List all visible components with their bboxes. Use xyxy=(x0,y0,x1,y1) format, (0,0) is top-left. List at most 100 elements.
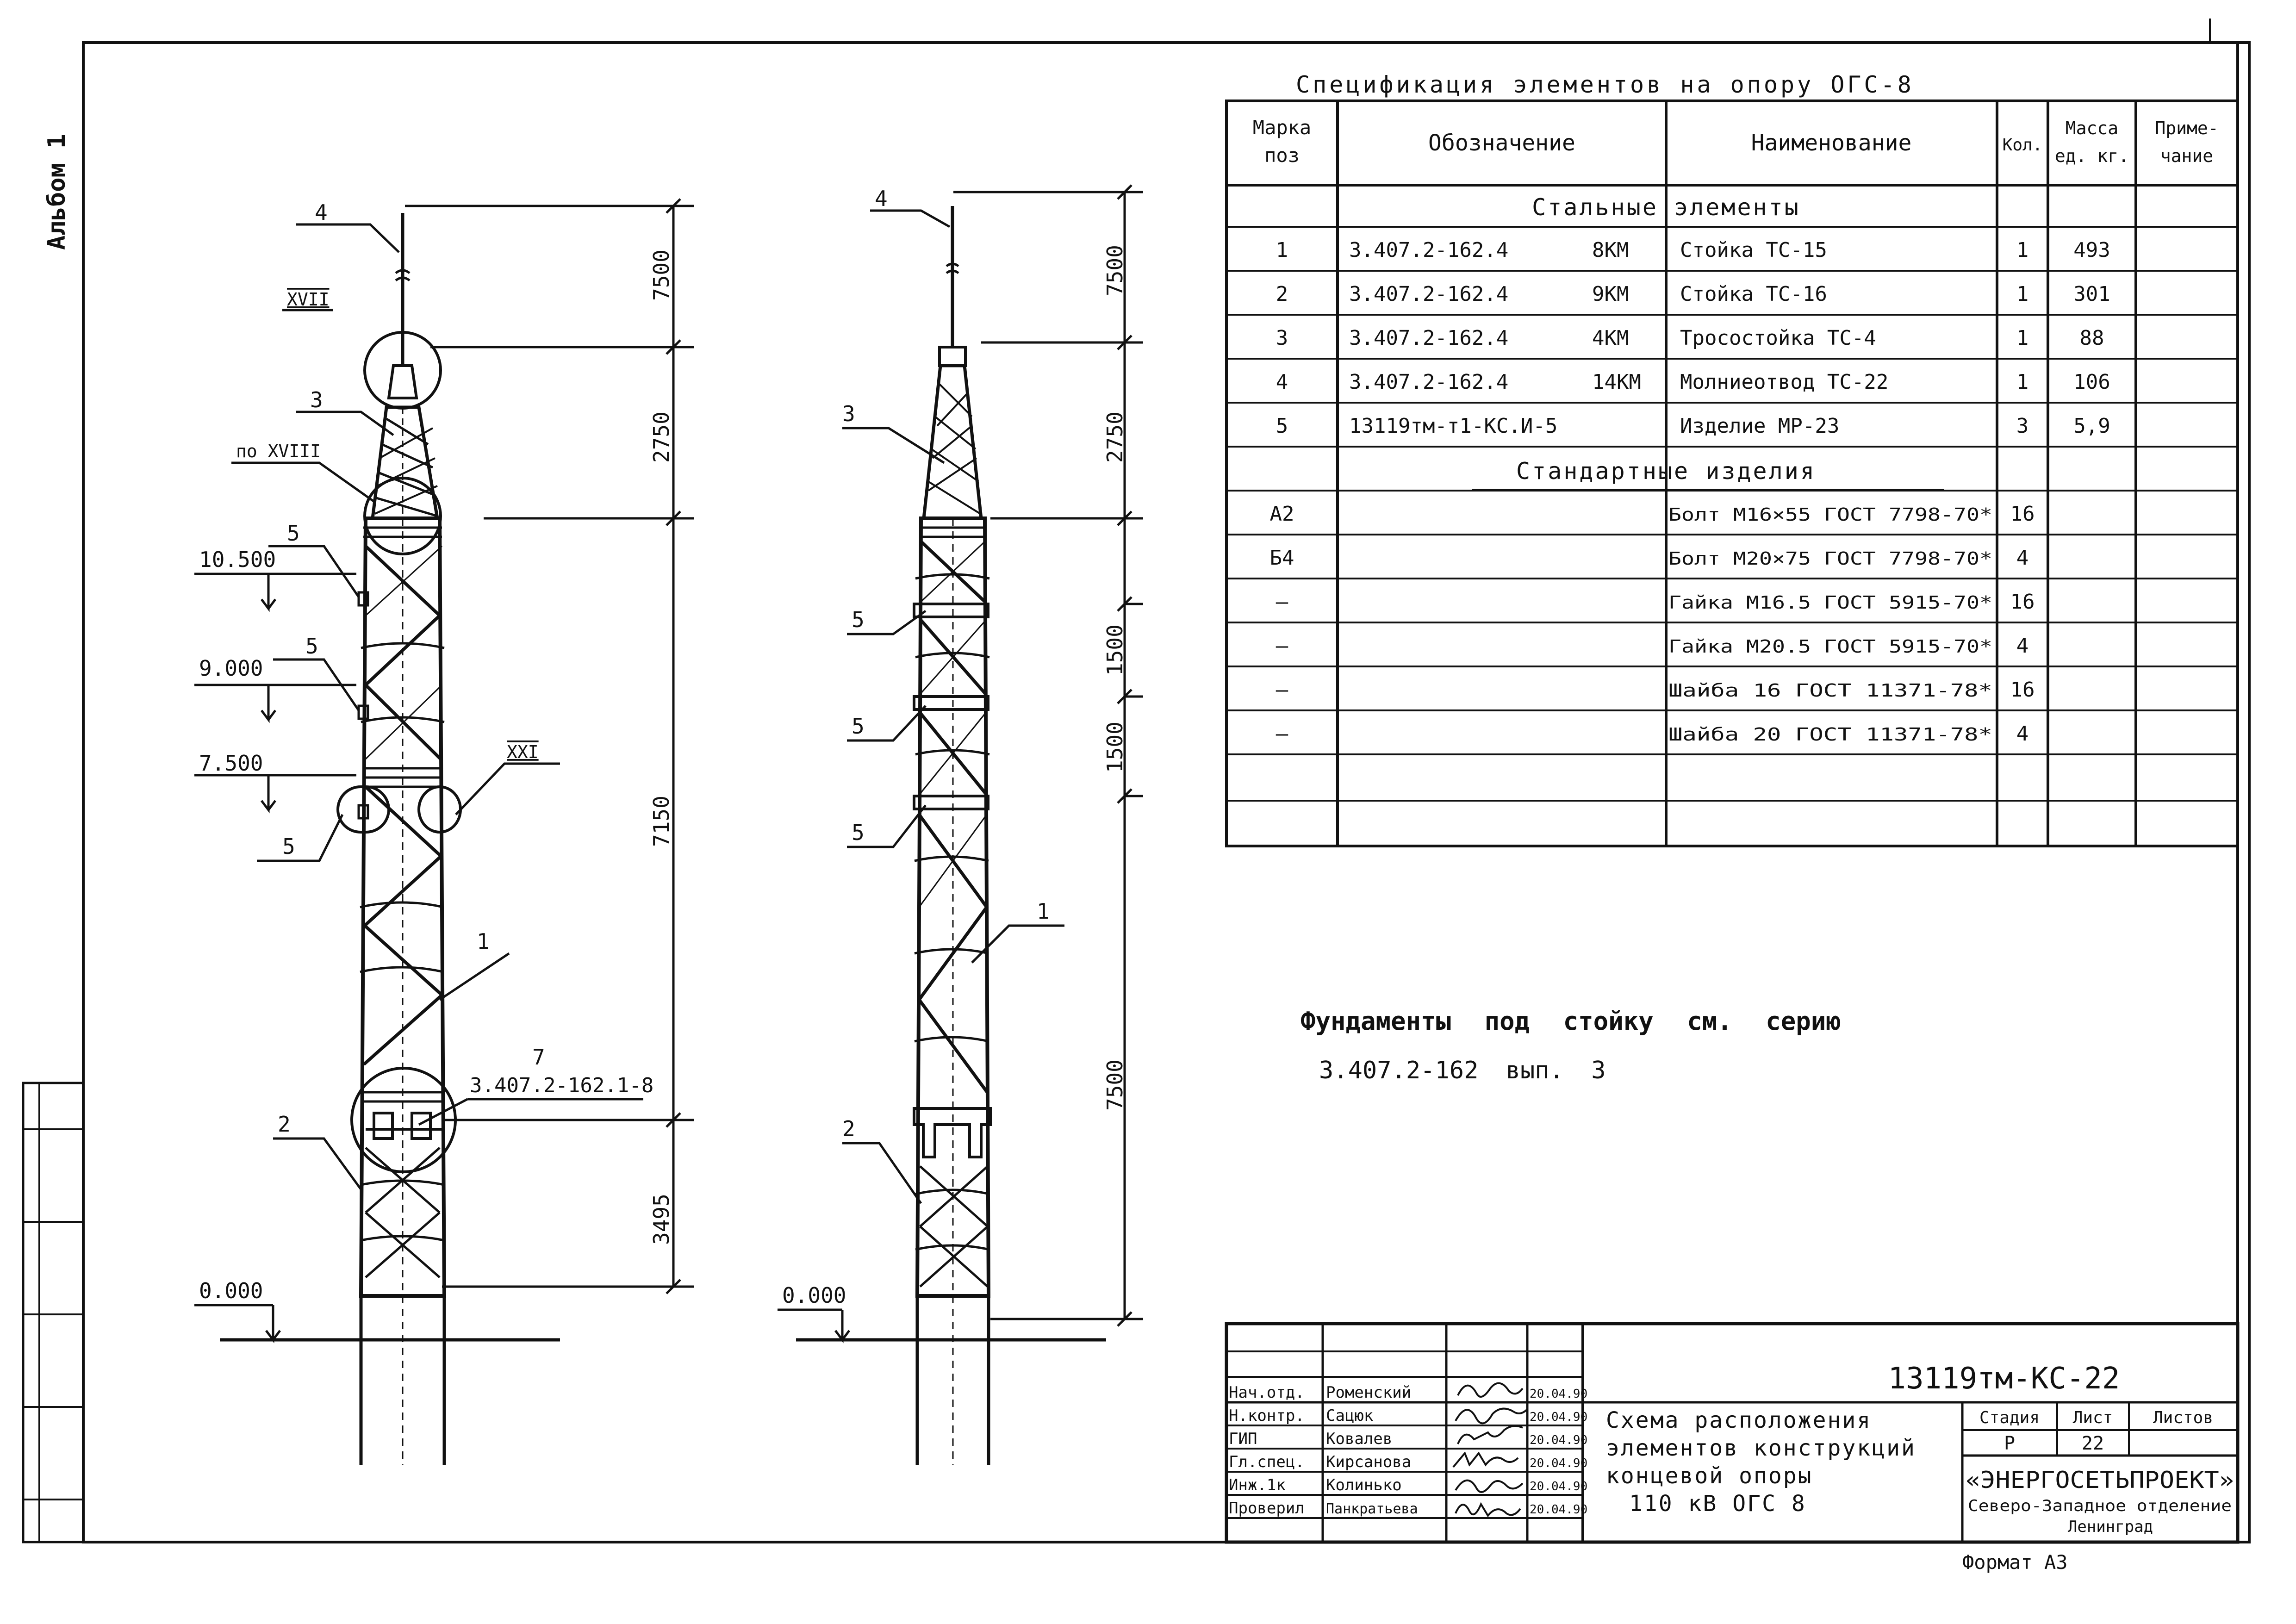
table-row-mark: 5 xyxy=(1276,414,1288,438)
dim-left-4: 3495 xyxy=(649,1194,674,1245)
table-row-sheet: 9КМ xyxy=(1592,282,1629,306)
steel-rows: 1 3.407.2-162.4 8КМ Стойка ТС-15 1 493 2… xyxy=(1276,238,2110,438)
node-XVII: XVII xyxy=(287,289,330,310)
elev-7500: 7.500 xyxy=(199,751,263,776)
table-row-mass: 301 xyxy=(2073,282,2110,306)
spec-title: Спецификация элементов на опору ОГС-8 xyxy=(1296,71,1914,98)
sheet-value: 22 xyxy=(2082,1433,2104,1454)
tower-right-dims xyxy=(953,184,1143,1327)
table-row-name: Стойка ТС-16 xyxy=(1680,282,1827,306)
signer-role: Проверил xyxy=(1229,1499,1305,1518)
table-row-designation: 3.407.2-162.4 xyxy=(1349,238,1508,262)
callout-right-5a: 5 xyxy=(852,607,865,632)
signer-date: 20.04.90 xyxy=(1530,1503,1587,1517)
signer-date: 20.04.90 xyxy=(1530,1456,1587,1470)
callout-right-5b: 5 xyxy=(852,714,865,739)
elev-10500: 10.500 xyxy=(199,547,276,572)
drawing-title-4: 110 кВ ОГС 8 xyxy=(1629,1491,1806,1517)
table-row-qty: 16 xyxy=(2010,590,2035,614)
signer-name: Панкратьева xyxy=(1326,1501,1418,1517)
right-elevation xyxy=(778,1308,1106,1344)
org-city: Ленинград xyxy=(2068,1518,2153,1536)
table-row-designation: 3.407.2-162.4 xyxy=(1349,326,1508,350)
callout-right-5c: 5 xyxy=(852,820,865,845)
table-row-name: Изделие МР-23 xyxy=(1680,414,1839,438)
table-row-qty: 1 xyxy=(2016,370,2029,394)
signer-name: Колинько xyxy=(1326,1476,1402,1494)
node-po-XVIII: по XVIII xyxy=(236,441,321,461)
callout-left-3: 3 xyxy=(310,387,323,412)
elev-0000-right: 0.000 xyxy=(782,1283,846,1308)
table-row-sheet: 14КМ xyxy=(1592,370,1641,394)
signer-role: Н.контр. xyxy=(1229,1406,1305,1425)
stage-label: Стадия xyxy=(1979,1408,2040,1427)
dim-right-2: 2750 xyxy=(1102,411,1127,463)
table-row-mass: 493 xyxy=(2073,238,2110,262)
signer-date: 20.04.90 xyxy=(1530,1387,1587,1401)
section-steel: Стальные элементы xyxy=(1532,194,1800,221)
table-row-sheet: 8КМ xyxy=(1592,238,1629,262)
table-row-name: Болт М16×55 ГОСТ 7798-70* xyxy=(1668,504,1992,525)
album-label: Альбом 1 xyxy=(43,134,71,250)
tower-left-dims xyxy=(405,198,694,1294)
ref-item-7: 3.407.2-162.1-8 xyxy=(470,1074,653,1097)
table-row-mass: 106 xyxy=(2073,370,2110,394)
signer-role: Гл.спец. xyxy=(1229,1453,1305,1471)
table-row-mark: 1 xyxy=(1276,238,1288,262)
table-row-name: Шайба 16 ГОСТ 11371-78* xyxy=(1668,680,1992,701)
table-row-name: Тросостойка ТС-4 xyxy=(1680,326,1876,350)
table-row-mark: 4 xyxy=(1276,370,1288,394)
paper-format: Формат А3 xyxy=(1962,1551,2068,1574)
spec-table-grid xyxy=(1225,100,2239,847)
signer-date: 20.04.90 xyxy=(1530,1410,1587,1424)
table-row-mark: А2 xyxy=(1270,502,1294,526)
callout-left-4: 4 xyxy=(315,200,328,225)
table-row-qty: 1 xyxy=(2016,326,2029,350)
table-row-mark: 2 xyxy=(1276,282,1288,306)
stage-value: Р xyxy=(2004,1433,2015,1454)
table-row-designation: 3.407.2-162.4 xyxy=(1349,282,1508,306)
foundation-note-2: 3.407.2-162 вып. 3 xyxy=(1319,1057,1606,1084)
sheets-label: Листов xyxy=(2153,1408,2213,1427)
drawing-title-1: Схема расположения xyxy=(1606,1407,1872,1433)
frame xyxy=(22,19,2251,1543)
table-row-name: Болт М20×75 ГОСТ 7798-70* xyxy=(1668,548,1992,569)
elev-0000-left: 0.000 xyxy=(199,1278,263,1303)
callout-left-5c: 5 xyxy=(282,834,295,859)
table-row-mass: 88 xyxy=(2080,326,2104,350)
doc-code: 13119тм-КС-22 xyxy=(1888,1362,2120,1396)
section-standard: Стандартные изделия xyxy=(1516,458,1816,485)
callout-left-1: 1 xyxy=(477,929,490,954)
hdr-mass-2: ед. кг. xyxy=(2055,146,2129,166)
hdr-note-2: чание xyxy=(2160,146,2213,166)
signer-name: Роменский xyxy=(1326,1383,1411,1402)
hdr-designation: Обозначение xyxy=(1428,130,1575,156)
dim-right-4: 1500 xyxy=(1102,722,1127,773)
table-row-mark: — xyxy=(1276,722,1288,746)
signer-name: Кирсанова xyxy=(1326,1453,1411,1471)
table-row-name: Молниеотвод ТС-22 xyxy=(1680,370,1888,394)
org-branch: Северо-Западное отделение xyxy=(1968,1497,2232,1515)
dim-left-3: 7150 xyxy=(649,796,674,847)
right-callouts xyxy=(842,209,1064,1204)
dim-left-1: 7500 xyxy=(649,249,674,301)
foundation-note-1: Фундаменты под стойку см. серию xyxy=(1300,1007,1841,1036)
table-row-mark: — xyxy=(1276,678,1288,702)
hdr-mass-1: Масса xyxy=(2066,118,2118,138)
table-row-name: Гайка М16.5 ГОСТ 5915-70* xyxy=(1668,592,1992,613)
callout-left-5a: 5 xyxy=(287,521,300,546)
table-row-qty: 3 xyxy=(2016,414,2029,438)
hdr-name: Наименование xyxy=(1751,130,1912,156)
signatures xyxy=(1452,1382,1528,1518)
table-row-qty: 4 xyxy=(2016,634,2029,658)
table-row-mark: 3 xyxy=(1276,326,1288,350)
callout-right-3: 3 xyxy=(842,401,855,426)
table-row-name: Гайка М20.5 ГОСТ 5915-70* xyxy=(1668,636,1992,657)
tower-right xyxy=(913,206,992,1465)
table-row-mass: 5,9 xyxy=(2073,414,2110,438)
callout-right-4: 4 xyxy=(875,186,888,211)
dim-right-5: 7500 xyxy=(1102,1059,1127,1111)
signers: Нач.отд. Роменский 20.04.90 Н.контр. Сац… xyxy=(1229,1383,1587,1518)
table-row-qty: 1 xyxy=(2016,282,2029,306)
